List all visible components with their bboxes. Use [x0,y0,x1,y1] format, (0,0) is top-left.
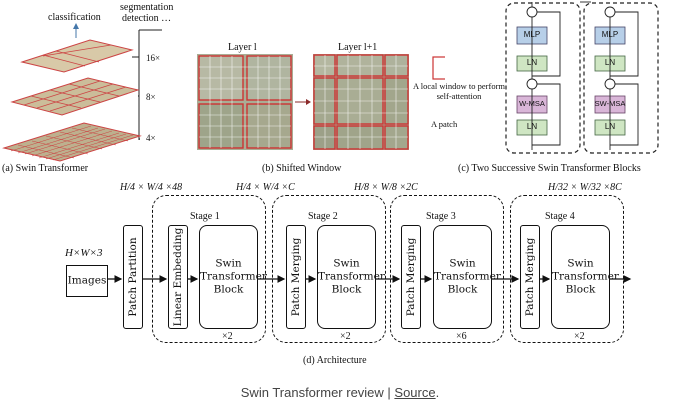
c2-ln-bottom: LN [604,122,616,131]
stage-4-label: Stage 4 [545,211,575,222]
stage-3-swin-block: Swin Transformer Block [433,225,501,329]
stage-3-patch-merging: Patch Merging [401,225,421,329]
scale-16x: 16× [146,53,161,63]
c2-swmsa: SW-MSA [594,99,626,108]
stage-4-repeat: ×2 [574,331,585,342]
stage-1-swin-label: Swin Transformer Block [200,257,267,296]
stage-4-swin-label: Swin Transformer Block [552,257,619,296]
stage-4-patch-merging: Patch Merging [520,225,540,329]
linear-embedding-box: Linear Embedding [168,225,188,329]
footer-text: Swin Transformer review | [240,385,395,400]
c2-ln-top: LN [604,58,616,67]
swin-blocks-figure [505,1,659,154]
stage-1-border [152,195,266,343]
feature-map-4x [2,122,142,162]
stage-1-repeat: ×2 [222,331,233,342]
dim-48: H/4 × W/4 ×48 [120,182,183,193]
c2-mlp: MLP [601,30,619,39]
dim-c: H/4 × W/4 ×C [236,182,295,193]
stage-4-border [510,195,624,343]
stage-2-border [272,195,386,343]
caption-d: (d) Architecture [303,355,367,366]
scale-8x: 8× [146,92,156,102]
c1-ln-top: LN [526,58,538,67]
patch-partition-box: Patch Partition [123,225,143,329]
caption-b: (b) Shifted Window [262,163,342,174]
footer-caption: Swin Transformer review | Source. [0,385,680,400]
label-classification: classification [48,12,101,23]
stage-1-label: Stage 1 [190,211,220,222]
scale-4x: 4× [146,133,156,143]
c1-wmsa: W-MSA [519,99,545,108]
stage-3-label: Stage 3 [426,211,456,222]
source-link[interactable]: Source [394,385,436,400]
images-box: Images [66,265,108,297]
hierarchical-feature-maps-figure [2,23,162,162]
input-dim: H×W×3 [65,247,103,259]
stage-2-label: Stage 2 [308,211,338,222]
caption-c: (c) Two Successive Swin Transformer Bloc… [458,163,641,174]
feature-map-8x [10,77,140,116]
dim-2c: H/8 × W/8 ×2C [354,182,418,193]
stage-2-swin-label: Swin Transformer Block [318,257,385,296]
legend-patch: A patch [431,119,458,129]
stage-2-patch-merging: Patch Merging [286,225,306,329]
c1-ln-bottom: LN [526,122,538,131]
layer-l1-grid [313,54,409,150]
stage-3-swin-label: Swin Transformer Block [434,257,501,296]
images-label: Images [67,274,107,287]
layer-l-grid [197,54,293,150]
stage-1-swin-block: Swin Transformer Block [199,225,267,329]
stage-2-swin-block: Swin Transformer Block [317,225,385,329]
stage-3-repeat: ×6 [456,331,467,342]
label-detection: detection … [122,13,172,24]
local-window-legend-swatch [432,56,445,80]
stage-3-border [390,195,504,343]
feature-map-16x [20,39,134,73]
label-segmentation: segmentation [120,2,174,13]
stage-2-repeat: ×2 [340,331,351,342]
stage-4-swin-block: Swin Transformer Block [551,225,619,329]
legend-local-window: A local window to perform self-attention [412,81,506,101]
c1-mlp: MLP [523,30,541,39]
label-layer-l1: Layer l+1 [338,42,378,53]
caption-a: (a) Swin Transformer [2,163,89,174]
footer-end: . [435,385,440,400]
shifted-window-figure [197,54,445,150]
dim-8c: H/32 × W/32 ×8C [548,182,622,193]
label-layer-l: Layer l [228,42,257,53]
